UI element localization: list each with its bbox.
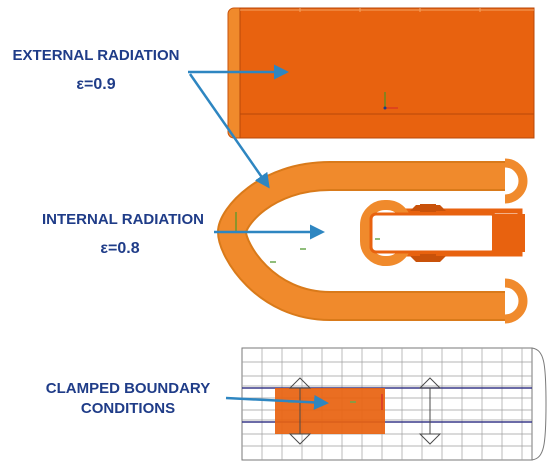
clamped-mesh-view [241,347,547,461]
annotation-arrows [188,64,329,410]
external-panel-block [227,7,535,139]
internal-folded-structure [217,158,528,324]
clamped-conditions-label: CONDITIONS [80,400,176,417]
external-radiation-label: EXTERNAL RADIATION [12,47,180,64]
clamped-boundary-label: CLAMPED BOUNDARY [45,380,211,397]
clamped-region [275,388,385,434]
arrow-external-to-fold [188,73,270,189]
axis-triad-icon [383,92,398,110]
arrow-clamped [225,394,329,410]
internal-emissivity-value: ε=0.8 [100,240,140,257]
internal-radiation-label: INTERNAL RADIATION [42,211,204,228]
external-emissivity-value: ε=0.9 [76,76,116,93]
